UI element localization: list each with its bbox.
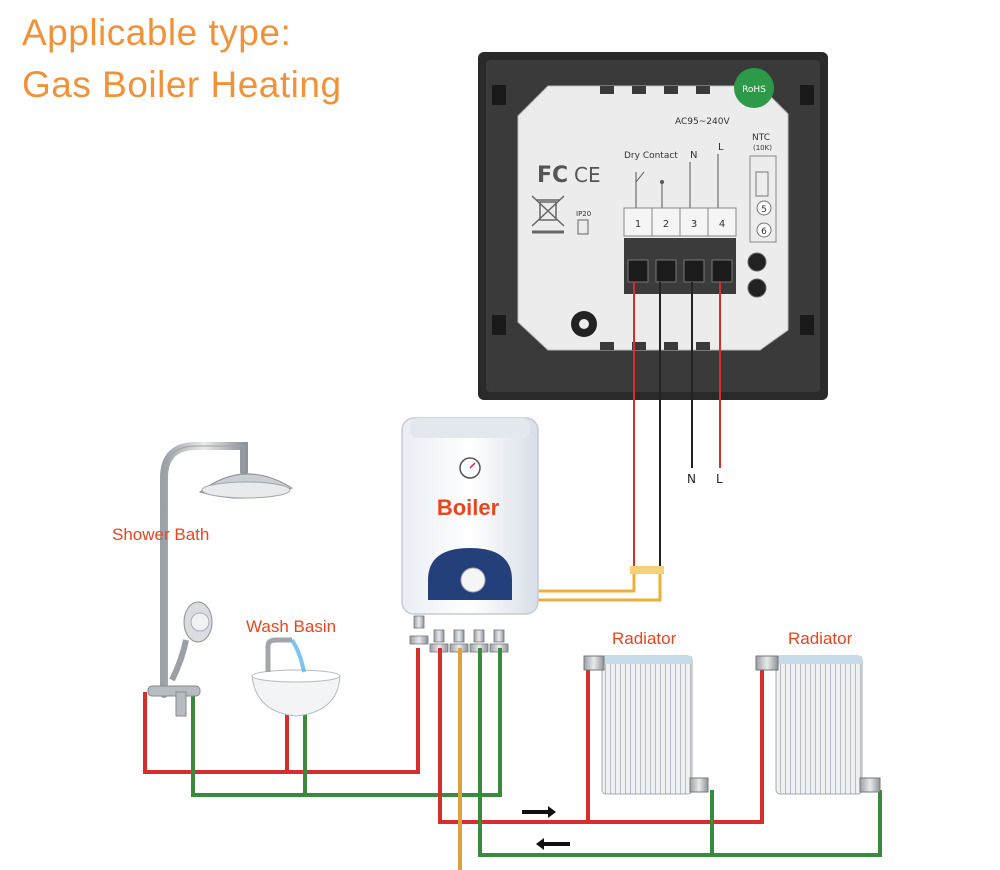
rohs-badge: RoHS [734, 68, 774, 108]
terminal-2: 2 [663, 219, 669, 230]
ntc-label: NTC [752, 133, 770, 143]
wire-n-label: N [687, 472, 696, 486]
vent-icon [571, 311, 597, 337]
boiler-signal-cable [537, 566, 664, 602]
hot-pipe-heating [438, 648, 764, 824]
title-line-1: Applicable type: [22, 12, 292, 53]
terminal-5: 5 [761, 205, 767, 215]
ipx-label: IP20 [576, 210, 591, 218]
rohs-text: RoHS [742, 85, 766, 95]
n-terminal-label: N [690, 150, 697, 161]
dry-contact-label: Dry Contact [624, 151, 678, 161]
hot-pipe-domestic [143, 648, 420, 774]
terminal-block: 1 2 3 4 [623, 207, 737, 237]
ntc-terminal-block: 5 6 [749, 155, 777, 243]
basin-label: Wash Basin [246, 617, 336, 636]
shower-label: Shower Bath [112, 525, 209, 544]
cold-pipe-heating [478, 648, 882, 857]
weee-bin-icon [531, 195, 565, 234]
terminal-1: 1 [635, 219, 641, 230]
l-terminal-label: L [718, 142, 724, 153]
boiler-label: Boiler [437, 495, 500, 520]
voltage-label: AC95~240V [675, 117, 730, 127]
pipes [143, 648, 882, 870]
boiler-unit [401, 417, 539, 615]
flow-arrows [522, 806, 570, 850]
cold-pipe-domestic [191, 648, 502, 797]
boiler-valves [409, 615, 509, 653]
thermostat-wires [633, 282, 721, 570]
wash-basin [251, 637, 341, 717]
terminal-3: 3 [691, 219, 697, 230]
shower-fixture [147, 442, 294, 717]
title-line-2: Gas Boiler Heating [22, 64, 342, 105]
screw-terminals [624, 238, 767, 298]
ce-mark: CE [574, 163, 601, 187]
terminal-4: 4 [719, 219, 725, 230]
flow-arrow-right [522, 806, 556, 818]
switch-symbol-icon [635, 154, 719, 208]
ipx-icon [577, 219, 589, 235]
radiator-2-label: Radiator [788, 629, 853, 648]
ntc-sub-label: (10K) [753, 144, 772, 152]
wire-l-label: L [716, 472, 723, 486]
radiator-1 [583, 655, 709, 795]
fc-mark: FC [537, 163, 568, 188]
terminal-6: 6 [761, 227, 767, 237]
radiator-1-label: Radiator [612, 629, 677, 648]
radiator-2 [755, 655, 881, 795]
flow-arrow-left [536, 838, 570, 850]
